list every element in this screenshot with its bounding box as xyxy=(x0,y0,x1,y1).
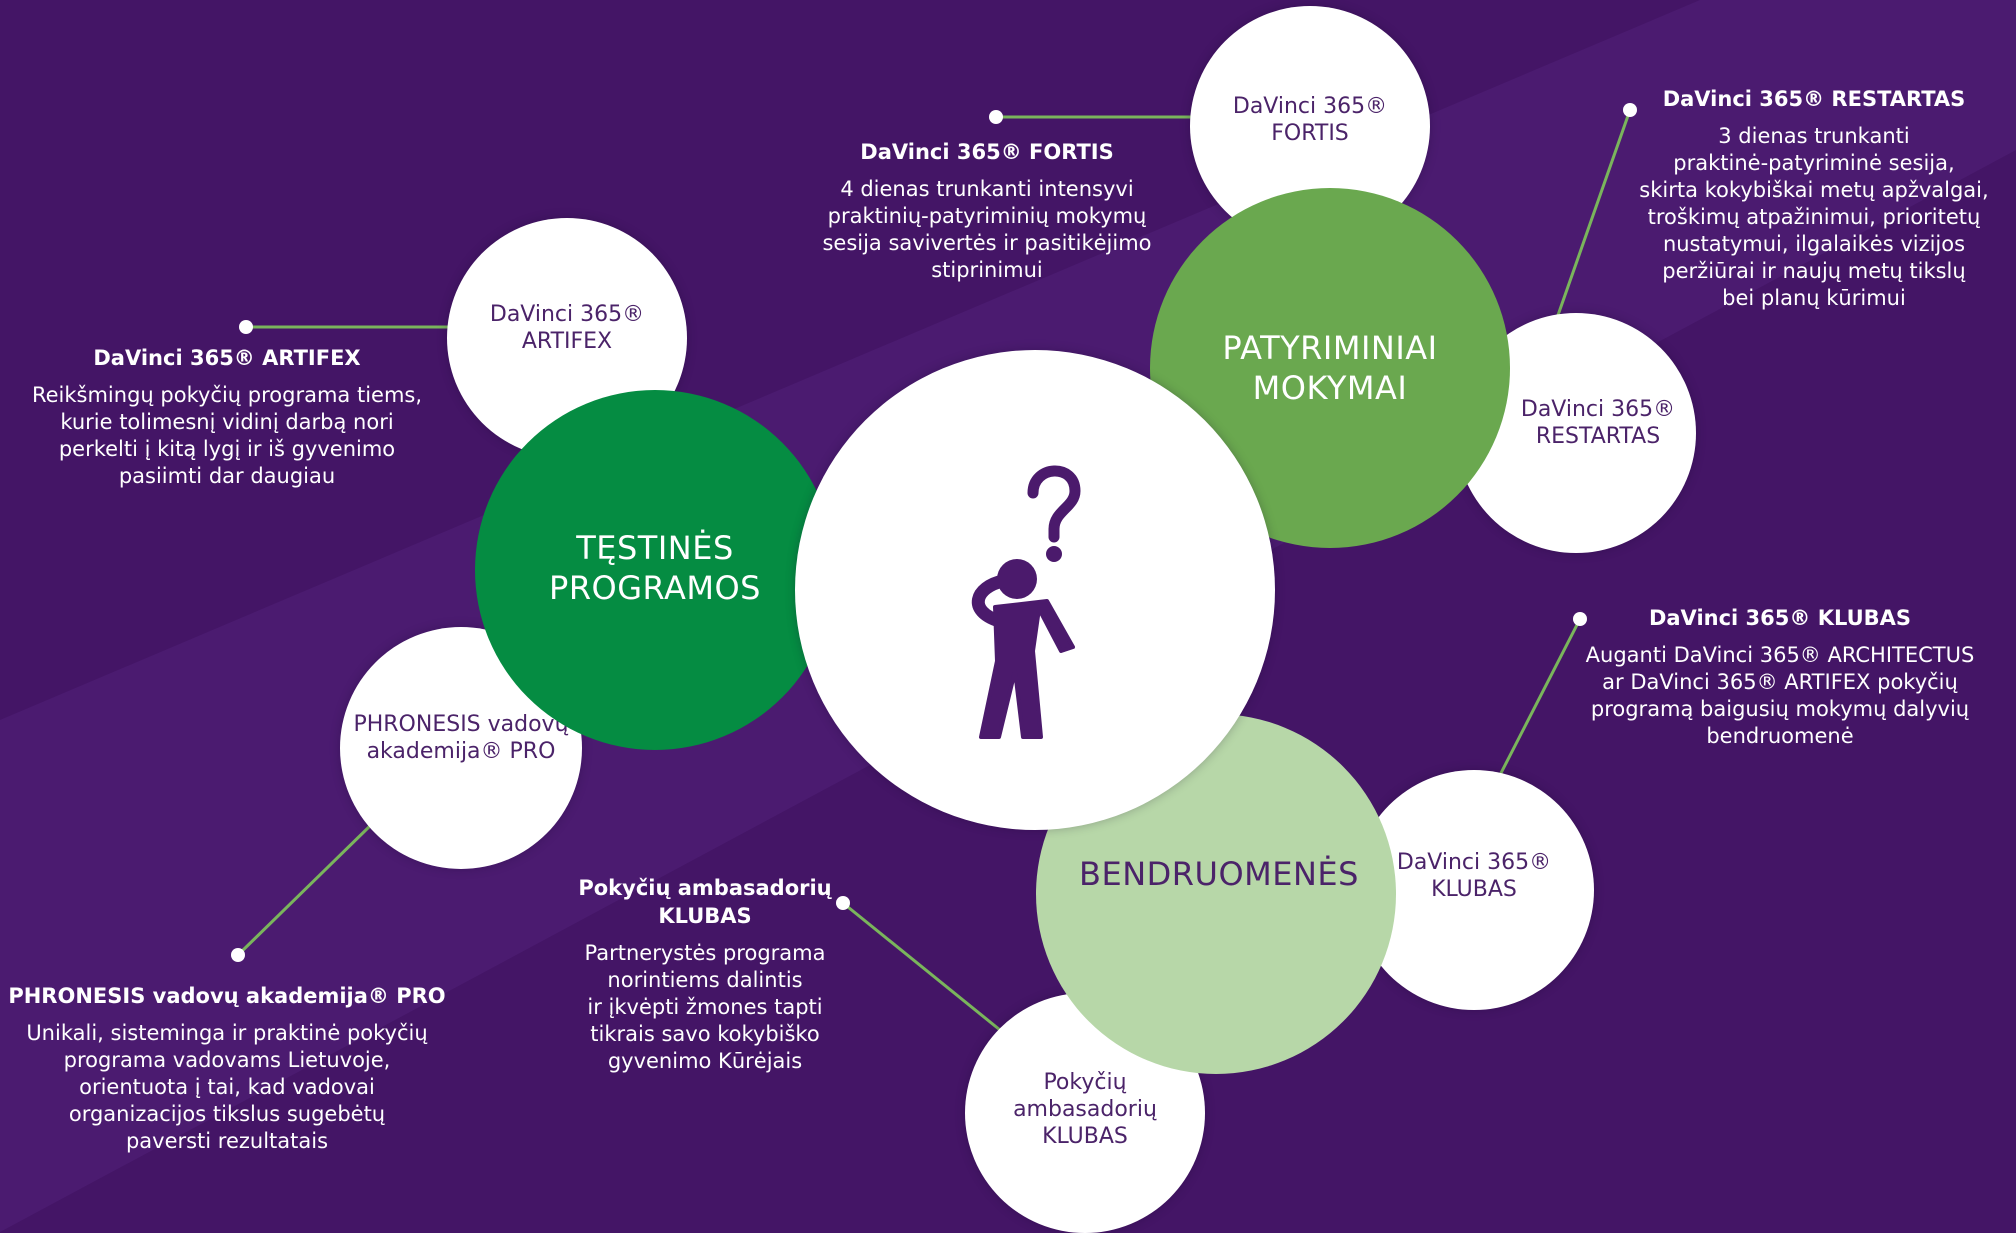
confused-person-question-mark-icon xyxy=(972,465,1081,739)
description-ambasadoriu-body: Partnerystės programa norintiems dalinti… xyxy=(584,941,826,1073)
connector-dot-klubas xyxy=(1573,612,1587,626)
description-phronesis: PHRONESIS vadovų akademija® PRO Unikali,… xyxy=(0,982,454,1155)
connector-klubas xyxy=(1498,618,1582,776)
description-phronesis-title: PHRONESIS vadovų akademija® PRO xyxy=(8,984,446,1008)
hub-patyriminiai-mokymai-label: PATYRIMINIAI MOKYMAI xyxy=(1222,329,1438,407)
description-ambasadoriu: Pokyčių ambasadorių KLUBAS Partnerystės … xyxy=(555,874,855,1075)
connector-dot-artifex xyxy=(239,320,253,334)
description-phronesis-body: Unikali, sisteminga ir praktinė pokyčių … xyxy=(26,1021,428,1153)
satellite-fortis-label: DaVinci 365® FORTIS xyxy=(1232,94,1388,146)
connector-restartas xyxy=(1555,109,1632,319)
hub-testines-programos[interactable]: TĘSTINĖS PROGRAMOS xyxy=(475,390,835,750)
satellite-klubas-label: DaVinci 365® KLUBAS xyxy=(1396,850,1552,902)
connector-dot-restartas xyxy=(1623,103,1637,117)
description-klubas: DaVinci 365® KLUBAS Auganti DaVinci 365®… xyxy=(1560,604,2000,750)
satellite-artifex-label: DaVinci 365® ARTIFEX xyxy=(489,302,645,354)
description-fortis: DaVinci 365® FORTIS 4 dienas trunkanti i… xyxy=(792,138,1182,284)
connector-phronesis xyxy=(236,822,374,957)
hub-testines-programos-label: TĘSTINĖS PROGRAMOS xyxy=(549,529,761,607)
description-artifex-body: Reikšmingų pokyčių programa tiems, kurie… xyxy=(31,383,423,488)
description-restartas-title: DaVinci 365® RESTARTAS xyxy=(1662,87,1966,111)
description-klubas-body: Auganti DaVinci 365® ARCHITECTUS ar DaVi… xyxy=(1585,643,1975,748)
satellite-ambasadoriu-label: Pokyčių ambasadorių KLUBAS xyxy=(1013,1069,1157,1149)
hub-bendruomenes-label: BENDRUOMENĖS xyxy=(1079,855,1359,893)
description-fortis-body: 4 dienas trunkanti intensyvi praktinių-p… xyxy=(822,177,1152,282)
satellite-restartas-label: DaVinci 365® RESTARTAS xyxy=(1520,397,1676,449)
description-artifex: DaVinci 365® ARTIFEX Reikšmingų pokyčių … xyxy=(0,344,454,490)
description-restartas: DaVinci 365® RESTARTAS 3 dienas trunkant… xyxy=(1604,85,2016,312)
description-fortis-title: DaVinci 365® FORTIS xyxy=(860,140,1114,164)
description-klubas-title: DaVinci 365® KLUBAS xyxy=(1648,606,1912,630)
connector-dot-fortis xyxy=(989,110,1003,124)
connector-dot-ambasadoriu xyxy=(836,896,850,910)
description-ambasadoriu-title: Pokyčių ambasadorių KLUBAS xyxy=(578,876,832,928)
description-restartas-body: 3 dienas trunkanti praktinė-patyriminė s… xyxy=(1639,124,1989,310)
satellite-phronesis-label: PHRONESIS vadovų akademija® PRO xyxy=(353,712,569,764)
description-artifex-title: DaVinci 365® ARTIFEX xyxy=(93,346,361,370)
center-circle xyxy=(795,350,1275,830)
connector-ambasadoriu xyxy=(842,901,1001,1032)
connector-dot-phronesis xyxy=(231,948,245,962)
